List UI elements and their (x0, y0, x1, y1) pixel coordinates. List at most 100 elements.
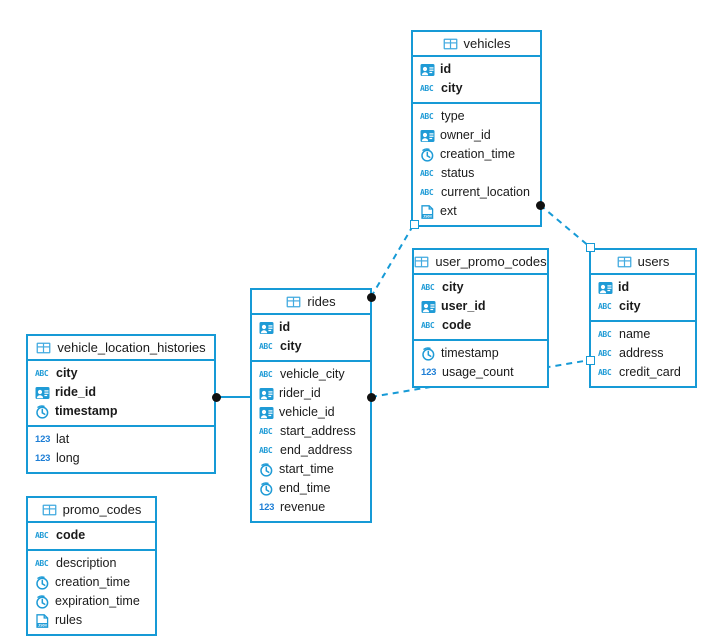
field-user_promo_codes-user_id[interactable]: user_id (414, 297, 547, 316)
field-name: code (56, 528, 86, 543)
field-vehicles-creation_time[interactable]: creation_time (413, 145, 540, 164)
field-rides-id[interactable]: id (252, 318, 370, 337)
field-rides-start_time[interactable]: start_time (252, 460, 370, 479)
entity-header-rides[interactable]: rides (252, 290, 370, 315)
relationship-line-rides-vehicles[interactable] (370, 223, 415, 298)
field-name: rider_id (279, 386, 321, 401)
field-name: code (442, 318, 472, 333)
field-promo_codes-description[interactable]: ABC description (28, 554, 155, 573)
json-file-icon: JSON (35, 613, 50, 628)
relationship-source-dot-rides-users[interactable] (366, 392, 376, 402)
field-name: current_location (441, 185, 530, 200)
clock-icon (35, 575, 50, 590)
field-vehicles-id[interactable]: id (413, 60, 540, 79)
id-card-icon (259, 387, 274, 401)
field-name: id (618, 280, 630, 295)
relationship-target-socket-vehicles-users[interactable] (585, 242, 595, 252)
id-card-icon (598, 281, 613, 295)
abc-icon: ABC (259, 445, 273, 455)
relationship-source-dot-vlh-rides[interactable] (211, 392, 221, 402)
field-name: type (441, 109, 465, 124)
123-icon: 123 (35, 433, 51, 445)
field-name: name (619, 327, 651, 342)
field-name: end_time (279, 481, 331, 496)
field-promo_codes-expiration_time[interactable]: expiration_time (28, 592, 155, 611)
relationship-target-socket-rides-users[interactable] (585, 355, 595, 365)
entity-header-users[interactable]: users (591, 250, 695, 275)
123-icon: 123 (259, 501, 275, 513)
field-rides-vehicle_id[interactable]: vehicle_id (252, 403, 370, 422)
field-vehicle_location_histories-timestamp[interactable]: timestamp (28, 402, 214, 421)
field-vehicle_location_histories-ride_id[interactable]: ride_id (28, 383, 214, 402)
abc-icon: ABC (35, 558, 49, 568)
field-name: owner_id (440, 128, 491, 143)
entity-header-vehicle_location_histories[interactable]: vehicle_location_histories (28, 336, 214, 361)
relationship-source-dot-vehicles-users[interactable] (535, 200, 545, 210)
entity-title: rides (307, 294, 336, 309)
id-card-icon (420, 63, 435, 77)
clock-icon (35, 404, 50, 419)
id-card-icon (420, 129, 435, 143)
relationship-source-dot-rides-vehicles[interactable] (366, 292, 376, 302)
abc-icon: ABC (420, 168, 434, 178)
relationship-line-vehicles-users[interactable] (539, 204, 591, 248)
abc-icon: ABC (259, 341, 273, 351)
abc-icon: ABC (598, 348, 612, 358)
table-grid-icon (36, 341, 51, 355)
field-name: id (440, 62, 452, 77)
entity-header-promo_codes[interactable]: promo_codes (28, 498, 155, 523)
entity-header-user_promo_codes[interactable]: user_promo_codes (414, 250, 547, 275)
field-rides-end_time[interactable]: end_time (252, 479, 370, 498)
entity-header-vehicles[interactable]: vehicles (413, 32, 540, 57)
field-users-id[interactable]: id (591, 278, 695, 297)
id-card-icon (35, 386, 50, 400)
field-vehicles-owner_id[interactable]: owner_id (413, 126, 540, 145)
field-promo_codes-creation_time[interactable]: creation_time (28, 573, 155, 592)
abc-icon: ABC (421, 282, 435, 292)
field-rides-rider_id[interactable]: rider_id (252, 384, 370, 403)
id-card-icon (421, 300, 436, 314)
field-name: ext (440, 204, 457, 219)
field-name: description (56, 556, 117, 571)
field-user_promo_codes-timestamp[interactable]: timestamp (414, 344, 547, 363)
relationship-target-socket-rides-vehicles[interactable] (409, 219, 419, 229)
svg-text:JSON: JSON (38, 623, 47, 627)
entity-title: users (637, 254, 670, 269)
field-name: id (279, 320, 291, 335)
field-name: expiration_time (55, 594, 140, 609)
field-name: long (56, 451, 80, 466)
